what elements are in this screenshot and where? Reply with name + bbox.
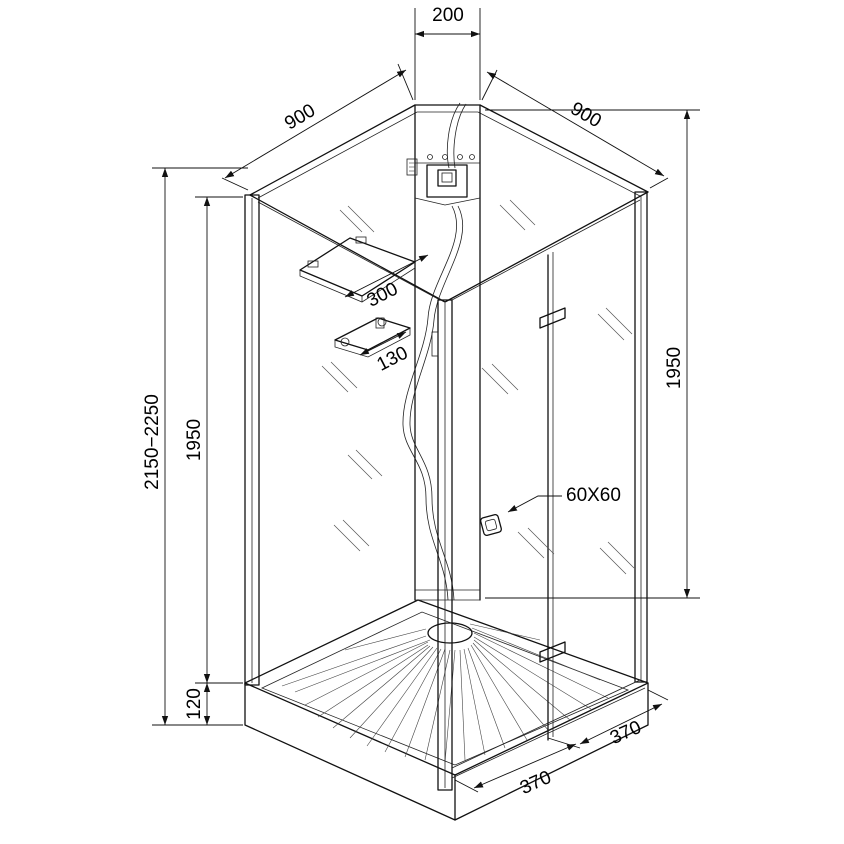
dimension-control-size: 60X60 bbox=[507, 485, 621, 513]
dimension-column-width: 200 bbox=[414, 5, 481, 100]
dimension-label-total-height: 2150−2250 bbox=[142, 394, 163, 490]
dimension-label-control-size: 60X60 bbox=[566, 485, 621, 506]
back-column-panel bbox=[414, 104, 481, 601]
dimension-label-tray-height: 120 bbox=[184, 688, 205, 720]
shower-hose bbox=[402, 205, 464, 601]
left-glass-panel bbox=[244, 194, 383, 686]
speaker-grille bbox=[406, 158, 418, 176]
control-button-icon bbox=[480, 514, 502, 536]
rain-shower-box bbox=[426, 102, 475, 198]
dimension-cabin-height-right: 1950 bbox=[485, 109, 700, 599]
soap-holder bbox=[334, 317, 411, 358]
dimension-tray-height: 120 bbox=[184, 683, 243, 726]
shower-head-icon bbox=[437, 169, 457, 187]
dimension-width-right: 900 bbox=[481, 69, 669, 189]
control-panel bbox=[480, 514, 502, 536]
dimension-label-width-right: 900 bbox=[567, 98, 605, 132]
dimension-label-shelf-length: 300 bbox=[364, 279, 402, 312]
dimension-door-right: 370 bbox=[579, 689, 669, 749]
front-corner-post bbox=[431, 299, 453, 791]
dimension-label-column-width: 200 bbox=[432, 5, 464, 26]
dimension-label-cabin-height-right: 1950 bbox=[664, 347, 685, 389]
dimension-label-soap-holder: 130 bbox=[374, 343, 412, 376]
dimension-label-door-right: 370 bbox=[607, 717, 645, 749]
shower-tray bbox=[244, 599, 649, 821]
tray-drain-grooves bbox=[281, 622, 609, 763]
dimension-label-cabin-height-left: 1950 bbox=[184, 419, 205, 461]
dimension-cabin-height-left: 1950 bbox=[184, 196, 243, 684]
door-hinge-top bbox=[539, 307, 566, 329]
dimension-label-width-left: 900 bbox=[281, 100, 319, 134]
door-hinge-bottom bbox=[539, 641, 566, 663]
rain-shower-pipe bbox=[446, 102, 467, 169]
drain-icon bbox=[427, 622, 473, 644]
dimension-label-door-left: 370 bbox=[517, 767, 555, 799]
dimension-width-left: 900 bbox=[221, 63, 414, 191]
